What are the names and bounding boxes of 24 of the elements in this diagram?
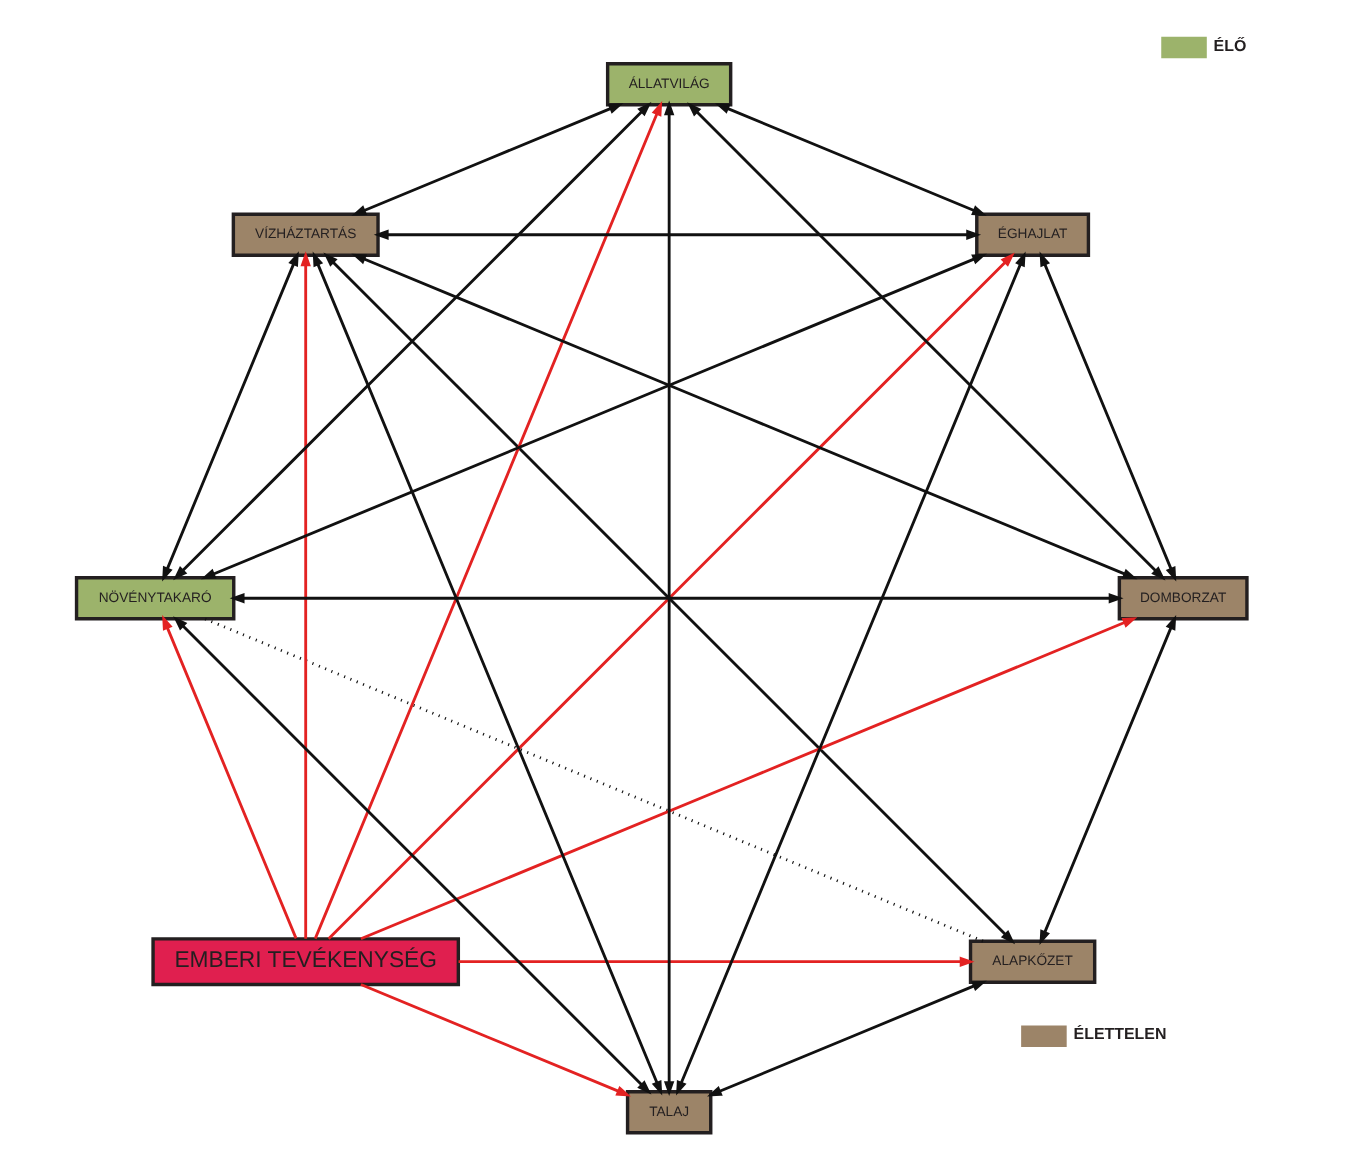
arrow (228, 593, 1123, 604)
arrow (1038, 251, 1176, 582)
arrow (312, 101, 662, 940)
arrow (359, 983, 631, 1097)
arrow (172, 101, 651, 581)
arrow (359, 617, 1137, 941)
arrow (662, 100, 674, 1096)
node-box: EMBERI TEVÉKENYSÉG (150, 937, 460, 987)
connector (203, 617, 983, 943)
arrow (172, 616, 651, 1095)
arrow (706, 980, 986, 1097)
arrow (713, 103, 986, 216)
arrow (161, 615, 297, 939)
arrow (350, 103, 623, 216)
arrow (1038, 615, 1176, 946)
arrow (372, 229, 981, 240)
arrow (161, 251, 298, 582)
arrow (199, 253, 986, 580)
arrow (311, 251, 662, 1096)
arrow (457, 956, 974, 967)
arrow (350, 253, 1137, 580)
arrow (686, 102, 1165, 581)
arrow (299, 251, 310, 939)
arrow (675, 251, 1025, 1096)
